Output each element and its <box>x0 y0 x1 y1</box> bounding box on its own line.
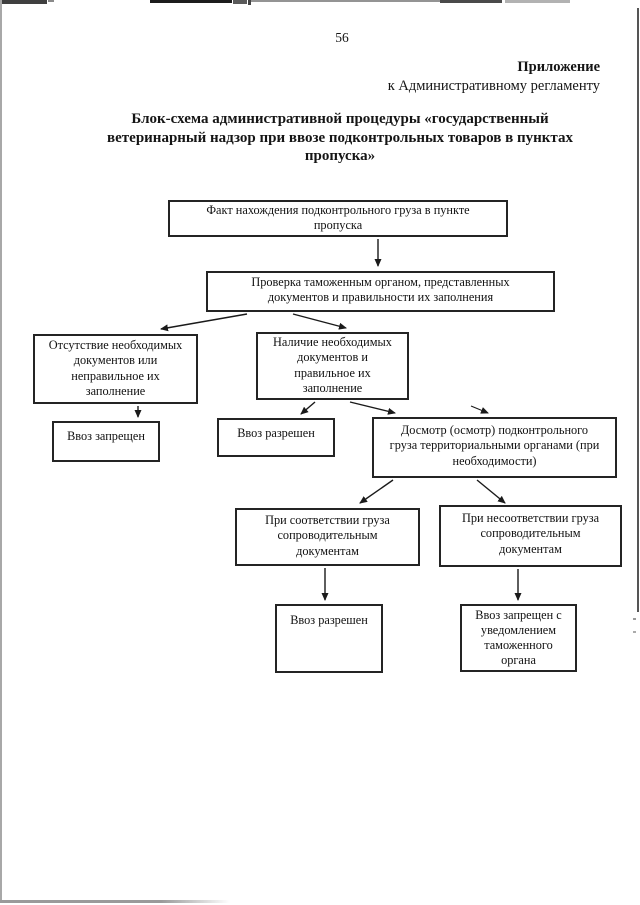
page-number: 56 <box>335 30 349 45</box>
flow-node-import-banned: Ввоз запрещен <box>52 421 160 462</box>
scan-artifact-top-5 <box>248 0 251 5</box>
scan-border-bottom <box>0 900 230 903</box>
arrow-presence-to-allowed <box>300 401 316 415</box>
flow-node-cargo-conforms: При соответствии груза сопроводительным … <box>235 508 420 566</box>
flow-node-fact: Факт нахождения подконтрольного груза в … <box>168 200 508 237</box>
appendix-subtitle: к Административному регламенту <box>387 78 600 94</box>
scan-artifact-top-7 <box>440 0 502 3</box>
flow-node-inspection: Досмотр (осмотр) подконтрольного груза т… <box>372 417 617 478</box>
scan-artifact-top-4 <box>233 0 247 4</box>
flow-node-cargo-nonconforms: При несоответствии груза сопроводительны… <box>439 505 622 567</box>
arrow-artifact-inspection-top <box>470 405 489 414</box>
arrow-check-to-presence <box>292 313 347 330</box>
scan-artifact-top-3 <box>150 0 232 3</box>
document-title: Блок-схема административной процедуры «г… <box>107 111 573 164</box>
flow-node-import-allowed: Ввоз разрешен <box>217 418 335 457</box>
scan-border-left <box>0 0 2 903</box>
scan-artifact-top-6 <box>251 0 440 2</box>
scan-artifact-top-8 <box>505 0 570 3</box>
arrow-inspection-to-nonconform <box>476 479 506 504</box>
arrow-check-to-absence <box>160 313 248 332</box>
scan-artifact-right-tick-1 <box>633 618 636 620</box>
flow-node-documents-present: Наличие необходимых документов и правиль… <box>256 332 409 400</box>
arrow-inspection-to-conform <box>359 479 394 504</box>
flow-node-customs-check: Проверка таможенным органом, представлен… <box>206 271 555 312</box>
flow-node-documents-absent: Отсутствие необходимых документов или не… <box>33 334 198 404</box>
scan-artifact-right-tick-2 <box>633 631 636 633</box>
flow-node-import-banned-notify: Ввоз запрещен с уведомлением таможенного… <box>460 604 577 672</box>
arrow-presence-to-inspection <box>349 401 396 415</box>
appendix-title: Приложение <box>517 59 600 75</box>
flow-node-import-allowed-final: Ввоз разрешен <box>275 604 383 673</box>
appendix-block: Приложение к Административному регламент… <box>388 58 600 96</box>
scan-border-right <box>637 8 639 612</box>
scan-artifact-top-1 <box>0 0 47 4</box>
scan-artifact-top-2 <box>48 0 54 2</box>
